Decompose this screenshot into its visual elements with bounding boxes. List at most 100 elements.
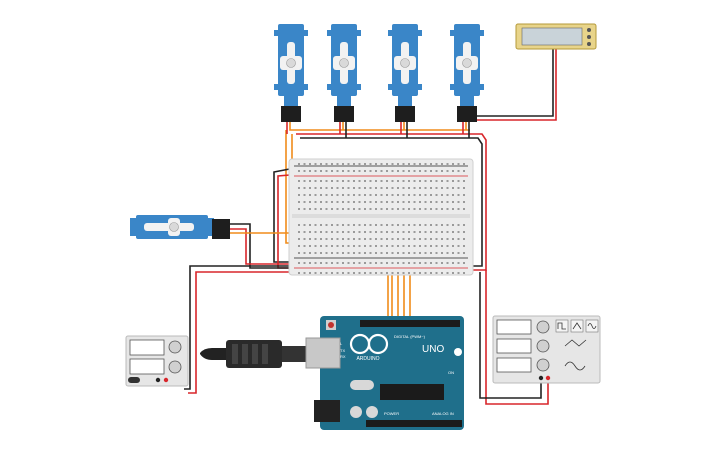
breadboard-hole[interactable]	[452, 231, 454, 233]
breadboard-hole[interactable]	[452, 170, 454, 172]
breadboard-hole[interactable]	[353, 224, 355, 226]
servo-motor[interactable]	[388, 24, 422, 122]
breadboard-hole[interactable]	[413, 194, 416, 196]
breadboard-hole[interactable]	[463, 163, 465, 165]
breadboard-hole[interactable]	[463, 252, 465, 254]
breadboard-hole[interactable]	[430, 170, 432, 172]
breadboard-hole[interactable]	[380, 224, 383, 226]
breadboard-hole[interactable]	[441, 224, 443, 226]
breadboard-hole[interactable]	[342, 170, 344, 172]
breadboard-hole[interactable]	[320, 180, 322, 182]
breadboard-hole[interactable]	[424, 252, 427, 254]
breadboard-hole[interactable]	[441, 201, 443, 203]
breadboard-hole[interactable]	[298, 180, 300, 182]
breadboard-hole[interactable]	[402, 262, 405, 264]
breadboard-hole[interactable]	[386, 194, 388, 196]
breadboard-hole[interactable]	[353, 163, 355, 165]
breadboard-hole[interactable]	[402, 170, 405, 172]
breadboard-hole[interactable]	[397, 208, 399, 210]
breadboard-hole[interactable]	[457, 180, 460, 182]
breadboard-hole[interactable]	[342, 231, 344, 233]
breadboard-hole[interactable]	[314, 180, 317, 182]
breadboard-hole[interactable]	[435, 231, 438, 233]
breadboard-hole[interactable]	[369, 163, 372, 165]
breadboard-hole[interactable]	[342, 245, 344, 247]
breadboard-hole[interactable]	[298, 163, 300, 165]
breadboard-hole[interactable]	[320, 201, 322, 203]
breadboard-hole[interactable]	[408, 163, 410, 165]
breadboard-hole[interactable]	[369, 194, 372, 196]
breadboard-hole[interactable]	[441, 245, 443, 247]
breadboard-hole[interactable]	[314, 163, 317, 165]
breadboard-hole[interactable]	[369, 187, 372, 189]
breadboard-hole[interactable]	[331, 262, 333, 264]
breadboard-hole[interactable]	[325, 163, 328, 165]
breadboard-hole[interactable]	[325, 208, 328, 210]
breadboard-hole[interactable]	[397, 170, 399, 172]
breadboard-hole[interactable]	[457, 252, 460, 254]
breadboard-hole[interactable]	[298, 252, 300, 254]
breadboard-hole[interactable]	[331, 245, 333, 247]
breadboard-hole[interactable]	[369, 180, 372, 182]
breadboard-hole[interactable]	[386, 224, 388, 226]
breadboard-hole[interactable]	[331, 180, 333, 182]
breadboard-hole[interactable]	[435, 170, 438, 172]
breadboard-hole[interactable]	[413, 163, 416, 165]
breadboard-hole[interactable]	[320, 231, 322, 233]
breadboard-hole[interactable]	[386, 180, 388, 182]
breadboard-hole[interactable]	[369, 170, 372, 172]
breadboard-hole[interactable]	[424, 163, 427, 165]
breadboard-hole[interactable]	[441, 262, 443, 264]
breadboard-hole[interactable]	[325, 245, 328, 247]
wire-power[interactable]	[485, 270, 549, 405]
breadboard-hole[interactable]	[342, 224, 344, 226]
breadboard-hole[interactable]	[331, 163, 333, 165]
breadboard-hole[interactable]	[353, 238, 355, 240]
breadboard-hole[interactable]	[298, 245, 300, 247]
breadboard-hole[interactable]	[408, 170, 410, 172]
breadboard-hole[interactable]	[347, 238, 350, 240]
breadboard-hole[interactable]	[320, 272, 322, 274]
breadboard-hole[interactable]	[320, 170, 322, 172]
breadboard-hole[interactable]	[375, 231, 377, 233]
breadboard-hole[interactable]	[336, 201, 339, 203]
breadboard-hole[interactable]	[380, 201, 383, 203]
breadboard-hole[interactable]	[375, 163, 377, 165]
breadboard-hole[interactable]	[463, 187, 465, 189]
breadboard-hole[interactable]	[336, 245, 339, 247]
wire-ground[interactable]	[184, 265, 292, 390]
servo-motor[interactable]	[327, 24, 361, 122]
breadboard-hole[interactable]	[413, 224, 416, 226]
breadboard-hole[interactable]	[397, 262, 399, 264]
breadboard-hole[interactable]	[397, 252, 399, 254]
breadboard-hole[interactable]	[402, 201, 405, 203]
breadboard-hole[interactable]	[375, 201, 377, 203]
breadboard-hole[interactable]	[408, 208, 410, 210]
breadboard-hole[interactable]	[331, 170, 333, 172]
breadboard-hole[interactable]	[397, 163, 399, 165]
breadboard-hole[interactable]	[457, 208, 460, 210]
breadboard-hole[interactable]	[408, 238, 410, 240]
breadboard-hole[interactable]	[457, 262, 460, 264]
breadboard-hole[interactable]	[298, 187, 300, 189]
breadboard-hole[interactable]	[457, 201, 460, 203]
breadboard-hole[interactable]	[402, 163, 405, 165]
breadboard-hole[interactable]	[380, 231, 383, 233]
breadboard-hole[interactable]	[358, 262, 361, 264]
breadboard-hole[interactable]	[380, 208, 383, 210]
breadboard-hole[interactable]	[424, 187, 427, 189]
breadboard-hole[interactable]	[298, 231, 300, 233]
breadboard-hole[interactable]	[397, 180, 399, 182]
breadboard-hole[interactable]	[320, 163, 322, 165]
breadboard-hole[interactable]	[331, 272, 333, 274]
breadboard-hole[interactable]	[397, 238, 399, 240]
breadboard-hole[interactable]	[325, 272, 328, 274]
breadboard-hole[interactable]	[430, 245, 432, 247]
breadboard-hole[interactable]	[303, 245, 306, 247]
breadboard-hole[interactable]	[325, 180, 328, 182]
wire-ground[interactable]	[472, 48, 554, 117]
breadboard-hole[interactable]	[314, 194, 317, 196]
breadboard-hole[interactable]	[386, 170, 388, 172]
breadboard-hole[interactable]	[347, 231, 350, 233]
breadboard-hole[interactable]	[342, 180, 344, 182]
